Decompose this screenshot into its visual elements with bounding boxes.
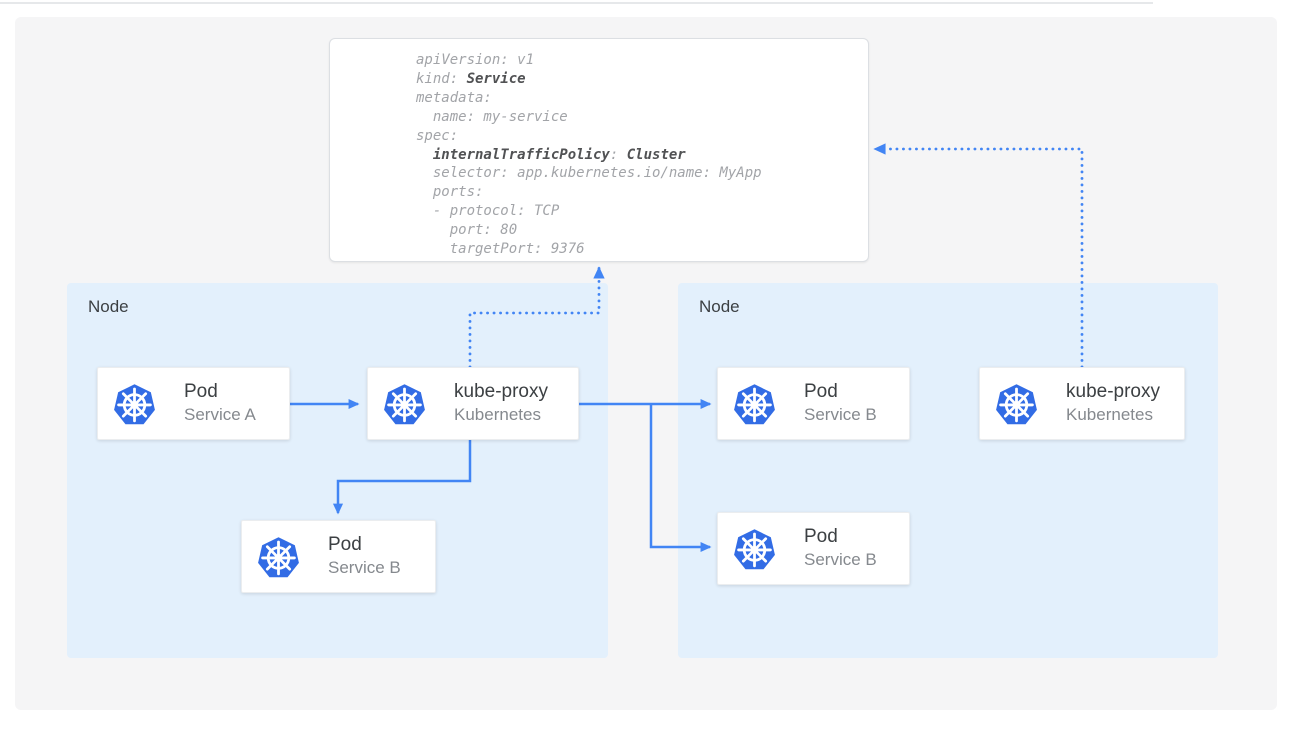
kubernetes-icon — [383, 383, 426, 426]
card-kube-proxy-right: kube-proxy Kubernetes — [979, 367, 1185, 440]
card-title: Pod — [328, 534, 362, 555]
card-title: kube-proxy — [454, 381, 548, 402]
card-subtitle: Kubernetes — [454, 405, 541, 424]
card-subtitle: Kubernetes — [1066, 405, 1153, 424]
node-right-label: Node — [699, 297, 740, 316]
node-left: Node — [67, 283, 608, 658]
kubernetes-icon — [733, 528, 776, 571]
card-title: Pod — [184, 381, 218, 402]
top-border-line — [0, 2, 1153, 4]
card-pod-service-b-left: Pod Service B — [241, 520, 436, 593]
card-subtitle: Service B — [804, 550, 877, 569]
card-kube-proxy-left: kube-proxy Kubernetes — [367, 367, 579, 440]
card-subtitle: Service A — [184, 405, 256, 424]
card-subtitle: Service B — [804, 405, 877, 424]
kubernetes-icon — [113, 383, 156, 426]
node-left-label: Node — [88, 297, 129, 316]
kubernetes-icon — [733, 383, 776, 426]
card-title: Pod — [804, 381, 838, 402]
card-pod-service-b-right-bottom: Pod Service B — [717, 512, 910, 585]
kubernetes-icon — [257, 536, 300, 579]
card-title: Pod — [804, 526, 838, 547]
card-title: kube-proxy — [1066, 381, 1160, 402]
card-subtitle: Service B — [328, 558, 401, 577]
card-pod-service-b-right-top: Pod Service B — [717, 367, 910, 440]
kubernetes-icon — [995, 383, 1038, 426]
card-pod-service-a: Pod Service A — [97, 367, 290, 440]
node-right: Node — [678, 283, 1218, 658]
